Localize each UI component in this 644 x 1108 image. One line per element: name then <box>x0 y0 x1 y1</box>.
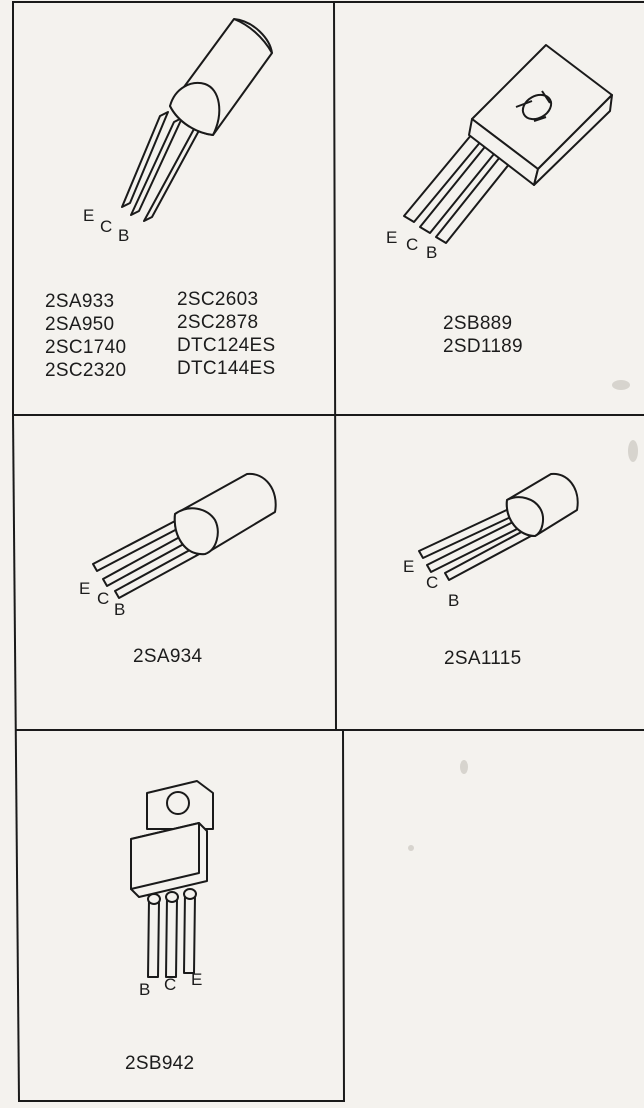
paper-speck <box>408 845 414 851</box>
to92-mini-body-face <box>505 496 544 537</box>
pin-label-b: B <box>139 980 151 999</box>
pin-label-c: C <box>164 975 177 994</box>
to92-mini-package-drawing <box>418 472 579 581</box>
pin-label-c: C <box>97 589 110 608</box>
cell-to220: B C E 2SB942 <box>19 731 343 1101</box>
part-number: 2SC1740 <box>45 337 127 358</box>
to92-body-top <box>233 18 273 54</box>
pin-label-c: C <box>100 217 113 236</box>
lead-shoulder <box>147 893 161 905</box>
pin-label-e: E <box>191 970 203 989</box>
paper-speck <box>628 440 638 462</box>
part-number: 2SA934 <box>133 646 203 667</box>
lead-e <box>183 892 196 974</box>
mounting-hole <box>166 791 190 815</box>
part-number: 2SC2878 <box>177 312 259 333</box>
lead-shoulder <box>165 891 179 903</box>
pin-label-e: E <box>79 579 91 598</box>
cell-to126: E C B 2SB889 2SD1189 <box>336 3 644 415</box>
part-list: 2SA934 <box>133 645 202 668</box>
lead-b <box>147 898 160 978</box>
to92-package-drawing <box>121 18 273 222</box>
paper-speck <box>460 760 468 774</box>
middle-divider <box>332 0 338 732</box>
part-number: 2SB942 <box>125 1053 195 1074</box>
bottom-cell-right-border <box>341 728 346 1103</box>
pin-label-b: B <box>118 226 130 245</box>
pin-label-b: B <box>114 600 126 619</box>
lead-c <box>165 896 178 978</box>
pin-label-c: C <box>426 573 439 592</box>
part-number: 2SD1189 <box>443 336 523 357</box>
to220-body-face <box>130 822 200 890</box>
part-list-left: 2SA933 2SA950 2SC1740 2SC2320 <box>45 290 126 382</box>
pin-label-c: C <box>406 235 419 254</box>
to126-package-drawing <box>403 44 613 244</box>
part-number: 2SC2320 <box>45 360 127 381</box>
to220-package-drawing <box>130 780 214 978</box>
part-list: 2SB889 2SD1189 <box>443 312 523 358</box>
paper-speck <box>612 380 630 390</box>
part-number: 2SA1115 <box>444 648 522 669</box>
pin-label-b: B <box>426 243 438 262</box>
part-list: 2SB942 <box>125 1052 194 1075</box>
part-number: DTC144ES <box>177 358 276 379</box>
pin-label-e: E <box>83 206 95 225</box>
cell-to92-mini: E C B 2SA1115 <box>337 416 644 730</box>
part-list: 2SA1115 <box>444 647 521 670</box>
to92l-package-drawing <box>92 472 277 599</box>
part-number: DTC124ES <box>177 335 276 356</box>
part-number: 2SA950 <box>45 314 115 335</box>
mounting-hole-tabs <box>515 90 551 122</box>
pin-label-e: E <box>386 228 398 247</box>
left-border-lower <box>11 413 21 1103</box>
to92l-body-face <box>173 507 219 556</box>
to126-body-right-edge <box>533 94 613 186</box>
part-number: 2SC2603 <box>177 289 259 310</box>
part-list-right: 2SC2603 2SC2878 DTC124ES DTC144ES <box>177 288 276 380</box>
pin-label-b: B <box>448 591 460 610</box>
lead-e <box>121 111 169 208</box>
cell-to92-long: E C B 2SA934 <box>15 416 335 730</box>
part-number: 2SB889 <box>443 313 513 334</box>
lead-shoulder <box>183 888 197 900</box>
cell-to92-small: E C B 2SA933 2SA950 2SC1740 2SC2320 2SC2… <box>14 3 334 415</box>
to92-body-face <box>169 82 221 136</box>
part-number: 2SA933 <box>45 291 115 312</box>
pin-label-e: E <box>403 557 415 576</box>
